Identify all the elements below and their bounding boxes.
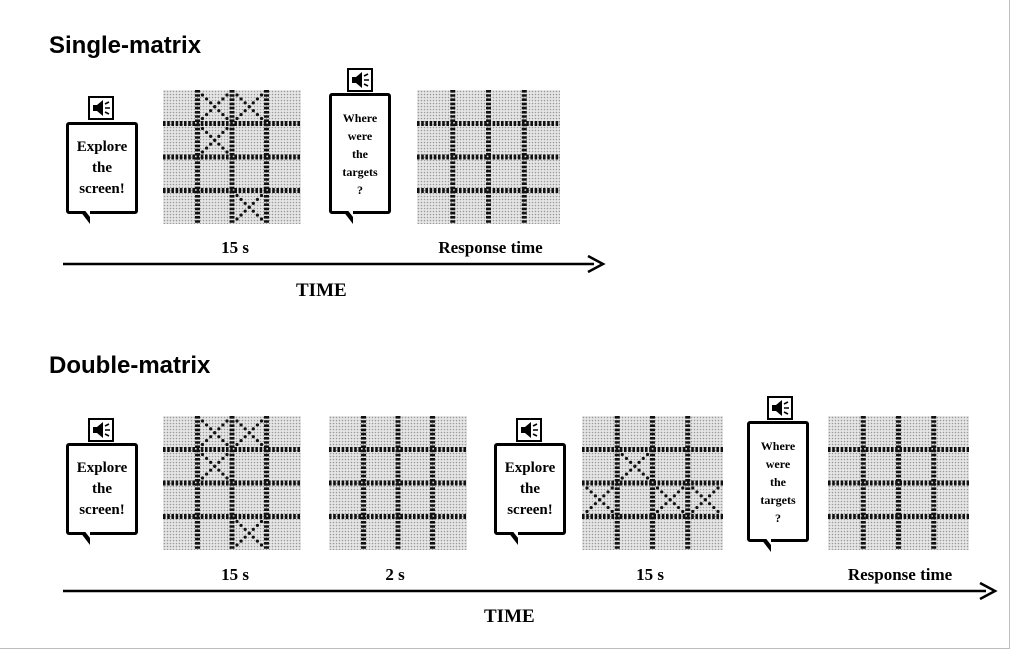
explore-instruction-text: Explore the screen! bbox=[76, 138, 128, 197]
bubble-tail bbox=[80, 529, 90, 545]
speaker-icon bbox=[767, 396, 793, 420]
recall-question-bubble: Where were the targets ? bbox=[747, 421, 809, 542]
target-cell bbox=[585, 486, 614, 514]
encoding-matrix bbox=[163, 90, 301, 224]
speaker-icon bbox=[88, 418, 114, 442]
bubble-tail bbox=[80, 208, 90, 224]
response-matrix bbox=[828, 416, 969, 550]
target-cell bbox=[655, 486, 685, 514]
single-matrix-heading: Single-matrix bbox=[49, 32, 202, 59]
response-time-label: Response time bbox=[847, 565, 953, 584]
speaker-icon bbox=[516, 418, 542, 442]
target-cell bbox=[691, 486, 720, 514]
single-time-label: TIME bbox=[296, 280, 347, 301]
speaker-icon bbox=[347, 68, 373, 92]
bubble-tail bbox=[508, 529, 518, 545]
interval-duration-label: 2 s bbox=[385, 565, 405, 584]
speaker-icon bbox=[88, 96, 114, 120]
bubble-tail bbox=[761, 536, 771, 552]
explore-instruction-text: Explore the screen! bbox=[76, 459, 128, 518]
target-cell bbox=[200, 452, 229, 480]
target-cell bbox=[235, 519, 264, 547]
recall-question-bubble: Where were the targets ? bbox=[329, 93, 391, 214]
explore-instruction-bubble: Explore the screen! bbox=[494, 443, 566, 535]
blank-interval-matrix bbox=[329, 416, 467, 550]
target-cell bbox=[200, 419, 229, 447]
recall-question-text: Where were the targets ? bbox=[342, 110, 378, 197]
target-cell bbox=[620, 452, 650, 480]
target-cell bbox=[235, 419, 264, 447]
recall-question-text: Where were the targets ? bbox=[760, 438, 796, 525]
target-cell bbox=[200, 126, 229, 154]
explore-instruction-bubble: Explore the screen! bbox=[66, 443, 138, 535]
target-cell bbox=[235, 193, 264, 221]
explore-instruction-bubble: Explore the screen! bbox=[66, 122, 138, 214]
response-time-label: Response time bbox=[438, 238, 543, 257]
bubble-tail bbox=[343, 208, 353, 224]
explore-instruction-text: Explore the screen! bbox=[504, 459, 556, 518]
encoding-duration-label: 15 s bbox=[221, 238, 249, 257]
encoding-matrix-1 bbox=[163, 416, 301, 550]
response-matrix bbox=[417, 90, 560, 224]
encoding-duration-label-2: 15 s bbox=[636, 565, 664, 584]
double-time-label: TIME bbox=[484, 606, 535, 627]
double-matrix-heading: Double-matrix bbox=[49, 352, 211, 379]
target-cell bbox=[200, 93, 229, 121]
target-cell bbox=[235, 93, 264, 121]
encoding-duration-label-1: 15 s bbox=[221, 565, 249, 584]
encoding-matrix-2 bbox=[582, 416, 723, 550]
